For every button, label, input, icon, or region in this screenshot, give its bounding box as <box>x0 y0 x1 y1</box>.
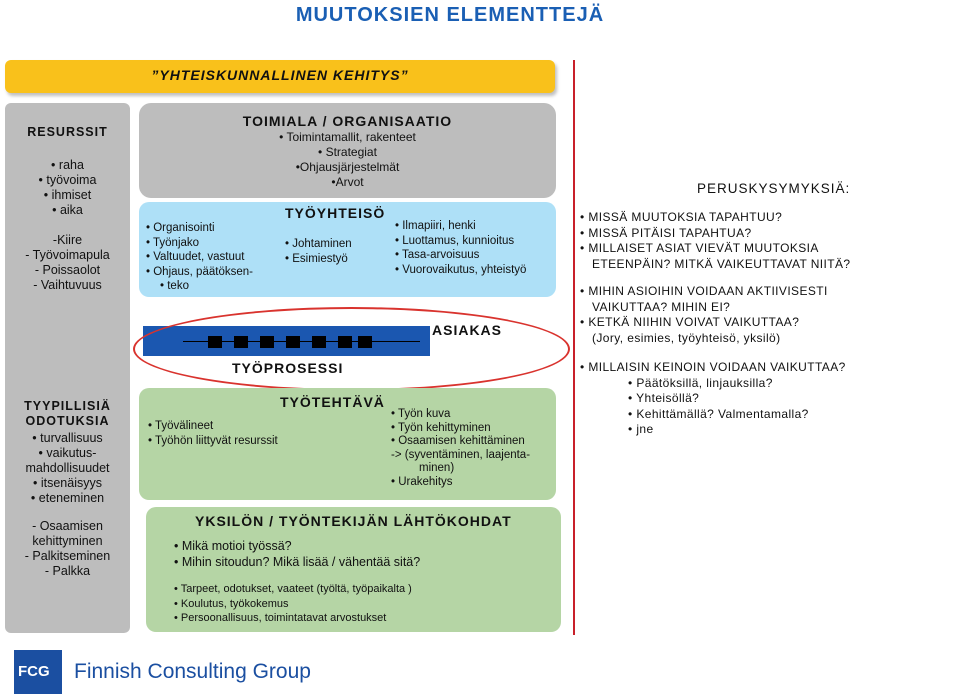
individual-question: • Mikä motioi työssä? <box>174 539 292 553</box>
individual-box: YKSILÖN / TYÖNTEKIJÄN LÄHTÖKOHDAT • Mikä… <box>146 507 561 632</box>
community-left-item: teko <box>146 279 253 294</box>
divider-line <box>573 60 575 635</box>
questions-group-2: • MIHIN ASIOIHIN VOIDAAN AKTIIVISESTI VA… <box>580 284 828 346</box>
expectations-note: - Palkka <box>44 564 91 578</box>
community-left-item: Organisointi <box>146 221 253 236</box>
resources-item: • raha <box>51 158 84 172</box>
expectations-item: • turvallisuus <box>32 431 103 445</box>
task-right-item: • Osaamisen kehittäminen <box>391 435 525 447</box>
expectations-item: • eteneminen <box>30 491 105 505</box>
fcg-logo: FCG <box>14 650 62 694</box>
community-mid-item: Johtaminen <box>285 237 351 252</box>
resources-item: • ihmiset <box>43 188 92 202</box>
organisation-item: • Strategiat <box>318 145 377 159</box>
community-left-item: Työnjako <box>146 236 253 251</box>
task-left-item: Työvälineet <box>148 419 278 434</box>
community-box: TYÖYHTEISÖ Organisointi Työnjako Valtuud… <box>139 202 556 297</box>
resources-title: RESURSSIT <box>27 125 108 139</box>
highlight-ellipse <box>133 307 570 391</box>
question-line: ETEENPÄIN? MITKÄ VAIKEUTTAVAT NIITÄ? <box>592 256 851 271</box>
individual-title: YKSILÖN / TYÖNTEKIJÄN LÄHTÖKOHDAT <box>195 513 512 529</box>
individual-list: Tarpeet, odotukset, vaateet (työltä, työ… <box>174 582 412 626</box>
community-mid-item: Esimiestyö <box>285 252 352 267</box>
expectations-note: kehittyminen <box>32 534 103 548</box>
task-right-item: • Työn kehittyminen <box>391 421 491 434</box>
question-line: • MISSÄ PITÄISI TAPAHTUA? <box>580 225 752 240</box>
expectations-title: TYYPILLISIÄ ODOTUKSIA <box>24 399 111 428</box>
expectations-item: • itsenäisyys <box>33 476 102 490</box>
resources-list: • raha • työvoima • ihmiset • aika <box>5 158 130 218</box>
expectations-item: mahdollisuudet <box>25 461 110 475</box>
organisation-title: TOIMIALA / ORGANISAATIO <box>242 113 453 129</box>
community-mid-list: Johtaminen Esimiestyö <box>285 237 352 267</box>
questions-group-1: • MISSÄ MUUTOKSIA TAPAHTUU? • MISSÄ PITÄ… <box>580 210 850 272</box>
individual-item: Tarpeet, odotukset, vaateet (työltä, työ… <box>174 582 412 597</box>
community-left-item: Ohjaus, päätöksen- <box>146 265 253 280</box>
question-line: (Jory, esimies, työyhteisö, yksilö) <box>592 330 781 345</box>
question-line: • MILLAISIN KEINOIN VOIDAAN VAIKUTTAA? <box>580 360 846 374</box>
task-right-item: minen) <box>419 462 455 474</box>
expectations-note: - Palkitseminen <box>24 549 111 563</box>
community-left-item: Valtuudet, vastuut <box>146 250 253 265</box>
question-sub-line: • Kehittämällä? Valmentamalla? <box>628 406 809 421</box>
organisation-item: •Ohjausjärjestelmät <box>295 160 400 174</box>
banner-label: ”YHTEISKUNNALLINEN KEHITYS” <box>151 67 409 83</box>
resources-item: • aika <box>52 203 83 217</box>
resources-note: - Työvoimapula <box>25 248 110 262</box>
questions-title: PERUSKYSYMYKSIÄ: <box>697 181 851 196</box>
community-title: TYÖYHTEISÖ <box>285 205 386 221</box>
page-title: MUUTOKSIEN ELEMENTTEJÄ <box>295 4 605 26</box>
resources-note: - Poissaolot <box>34 263 101 277</box>
question-line: • MISSÄ MUUTOKSIA TAPAHTUU? <box>580 210 783 224</box>
community-right-item: Vuorovaikutus, yhteistyö <box>395 263 526 278</box>
task-left-item: Työhön liittyvät resurssit <box>148 434 278 449</box>
question-sub-line: • Päätöksillä, linjauksilla? <box>628 375 773 390</box>
organisation-item: • Toimintamallit, rakenteet <box>279 130 416 144</box>
expectations-list: • turvallisuus • vaikutus- mahdollisuude… <box>5 431 130 506</box>
task-title: TYÖTEHTÄVÄ <box>280 394 385 410</box>
resources-notes: -Kiire - Työvoimapula - Poissaolot - Vai… <box>5 233 130 293</box>
left-column: RESURSSIT • raha • työvoima • ihmiset • … <box>5 103 130 633</box>
society-banner: ”YHTEISKUNNALLINEN KEHITYS” <box>5 60 555 93</box>
fcg-logo-mark: FCG <box>18 663 50 680</box>
expectations-item: • vaikutus- <box>38 446 97 460</box>
question-sub-line: • jne <box>628 422 654 436</box>
question-line: • KETKÄ NIIHIN VOIVAT VAIKUTTAA? <box>580 315 800 329</box>
task-right-item: • Urakehitys <box>391 475 453 488</box>
individual-item: Koulutus, työkokemus <box>174 597 412 612</box>
organisation-list: • Toimintamallit, rakenteet • Strategiat… <box>139 130 556 190</box>
community-right-item: Luottamus, kunnioitus <box>395 234 526 249</box>
community-left-list: Organisointi Työnjako Valtuudet, vastuut… <box>146 221 253 294</box>
question-line: • MIHIN ASIOIHIN VOIDAAN AKTIIVISESTI <box>580 284 828 298</box>
individual-question: • Mihin sitoudun? Mikä lisää / vähentää … <box>174 555 421 569</box>
task-box: TYÖTEHTÄVÄ Työvälineet Työhön liittyvät … <box>139 388 556 500</box>
expectations-notes: - Osaamisen kehittyminen - Palkitseminen… <box>5 519 130 579</box>
company-name: Finnish Consulting Group <box>74 660 311 683</box>
community-right-item: Ilmapiiri, henki <box>395 219 526 234</box>
resources-item: • työvoima <box>38 173 97 187</box>
organisation-box: TOIMIALA / ORGANISAATIO • Toimintamallit… <box>139 103 556 198</box>
task-right-item: • Työn kuva <box>391 408 451 420</box>
individual-item: Persoonallisuus, toimintatavat arvostuks… <box>174 611 412 626</box>
question-line: VAIKUTTAA? MIHIN EI? <box>592 299 731 314</box>
questions-group-3: • MILLAISIN KEINOIN VOIDAAN VAIKUTTAA? •… <box>580 360 846 438</box>
question-line: • MILLAISET ASIAT VIEVÄT MUUTOKSIA <box>580 241 819 255</box>
community-right-item: Tasa-arvoisuus <box>395 248 526 263</box>
task-right-list: • Työn kuva • Työn kehittyminen • Osaami… <box>391 408 530 489</box>
organisation-item: •Arvot <box>331 175 364 189</box>
individual-questions: • Mikä motioi työssä? • Mihin sitoudun? … <box>174 538 420 570</box>
expectations-note: - Osaamisen <box>32 519 103 533</box>
task-left-list: Työvälineet Työhön liittyvät resurssit <box>148 419 278 448</box>
resources-note: -Kiire <box>52 233 83 247</box>
task-right-item: -> (syventäminen, laajenta- <box>391 448 531 461</box>
community-right-list: Ilmapiiri, henki Luottamus, kunnioitus T… <box>395 219 526 277</box>
resources-note: - Vaihtuvuus <box>33 278 102 292</box>
question-sub-line: • Yhteisöllä? <box>628 391 700 405</box>
